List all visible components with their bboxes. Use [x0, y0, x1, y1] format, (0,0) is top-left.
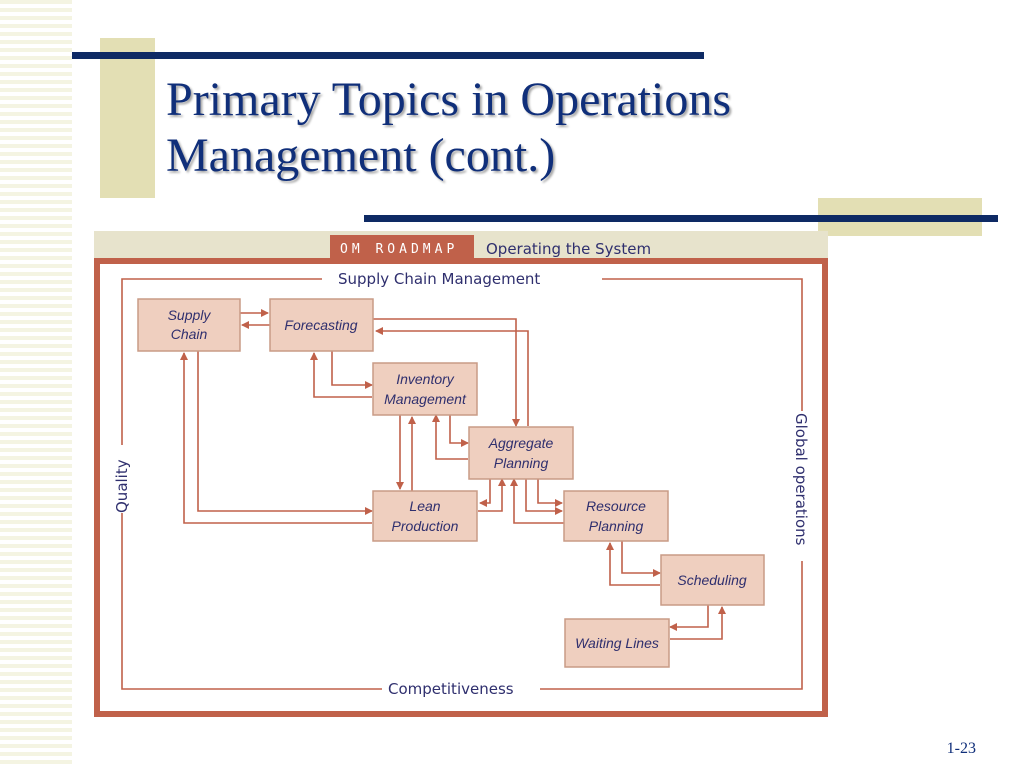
- accent-block-top: [100, 38, 155, 198]
- box-inventory-management: Inventory Management: [372, 362, 478, 416]
- slide-title: Primary Topics in Operations Management …: [166, 72, 946, 184]
- om-roadmap-diagram: OM ROADMAP Operating the System Supply C…: [94, 231, 828, 717]
- roadmap-tag: [330, 235, 474, 259]
- page-number: 1-23: [946, 740, 976, 757]
- roadmap-tag-label: OM ROADMAP: [340, 242, 458, 257]
- box-scheduling-line1: Scheduling: [677, 572, 746, 588]
- header-title: Operating the System: [486, 240, 651, 258]
- box-scheduling: Scheduling: [660, 554, 765, 606]
- title-rule-bottom: [364, 215, 998, 222]
- slide-title-line1: Primary Topics in Operations: [166, 73, 732, 126]
- box-inventory-line1: Inventory: [396, 371, 455, 387]
- connectors: [180, 309, 726, 640]
- frame-bottom-label: Competitiveness: [388, 680, 514, 698]
- box-aggregate-line2: Planning: [494, 455, 549, 471]
- box-waiting-line1: Waiting Lines: [575, 635, 659, 651]
- box-supply-chain-line1: Supply: [168, 307, 212, 323]
- box-aggregate-line1: Aggregate: [488, 435, 554, 451]
- frame-right-label: Global operations: [792, 413, 810, 546]
- box-forecasting: Forecasting: [269, 298, 374, 352]
- box-resource-planning: Resource Planning: [563, 490, 669, 542]
- box-resource-line2: Planning: [589, 518, 644, 534]
- striped-margin: [0, 0, 72, 768]
- box-inventory-line2: Management: [384, 391, 467, 407]
- box-aggregate-planning: Aggregate Planning: [468, 426, 574, 480]
- box-supply-chain: Supply Chain: [137, 298, 241, 352]
- frame-left-label: Quality: [113, 459, 131, 513]
- box-lean-production: Lean Production: [372, 490, 478, 542]
- frame-top-label: Supply Chain Management: [338, 270, 540, 288]
- box-lean-line1: Lean: [409, 498, 440, 514]
- inner-frame: [121, 278, 803, 690]
- box-supply-chain-line2: Chain: [171, 326, 208, 342]
- slide-title-line2: Management (cont.): [166, 129, 556, 182]
- box-forecasting-line1: Forecasting: [284, 317, 357, 333]
- title-rule-top: [72, 52, 704, 59]
- box-resource-line1: Resource: [586, 498, 646, 514]
- box-waiting-lines: Waiting Lines: [564, 618, 670, 668]
- box-lean-line2: Production: [392, 518, 459, 534]
